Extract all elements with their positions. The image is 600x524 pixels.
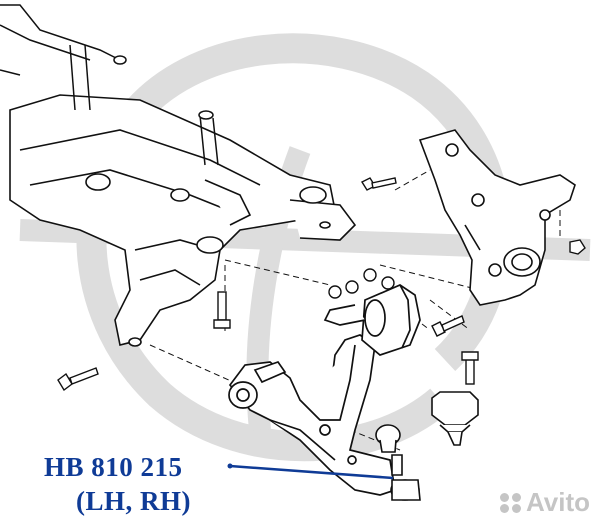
bolt-subframe — [213, 291, 231, 329]
bolt-lower-left — [57, 367, 99, 392]
part-number-label: HB 810 215 — [44, 452, 183, 482]
bolt-balljoint — [461, 351, 479, 385]
part-leader-line — [227, 463, 394, 480]
nut-top-row — [328, 268, 395, 299]
watermark-brand-text: Avito — [525, 487, 590, 517]
rear-bushing — [323, 284, 421, 356]
side-label: (LH, RH) — [76, 486, 191, 516]
watermark-brand: Avito — [499, 487, 590, 518]
steering-knuckle — [418, 129, 576, 306]
bolt-upper-knuckle — [360, 177, 397, 191]
part-callout: HB 810 215 (LH, RH) — [44, 450, 191, 518]
bolt-arm-front — [431, 315, 465, 337]
subframe — [9, 94, 357, 347]
nut-knuckle — [569, 239, 586, 255]
chassis-rails — [0, 4, 219, 166]
ball-joint — [431, 391, 479, 446]
avito-dots-icon — [499, 492, 522, 513]
bolts — [57, 177, 586, 392]
arm-ball-joint — [375, 424, 421, 501]
lower-control-arm — [228, 334, 396, 496]
